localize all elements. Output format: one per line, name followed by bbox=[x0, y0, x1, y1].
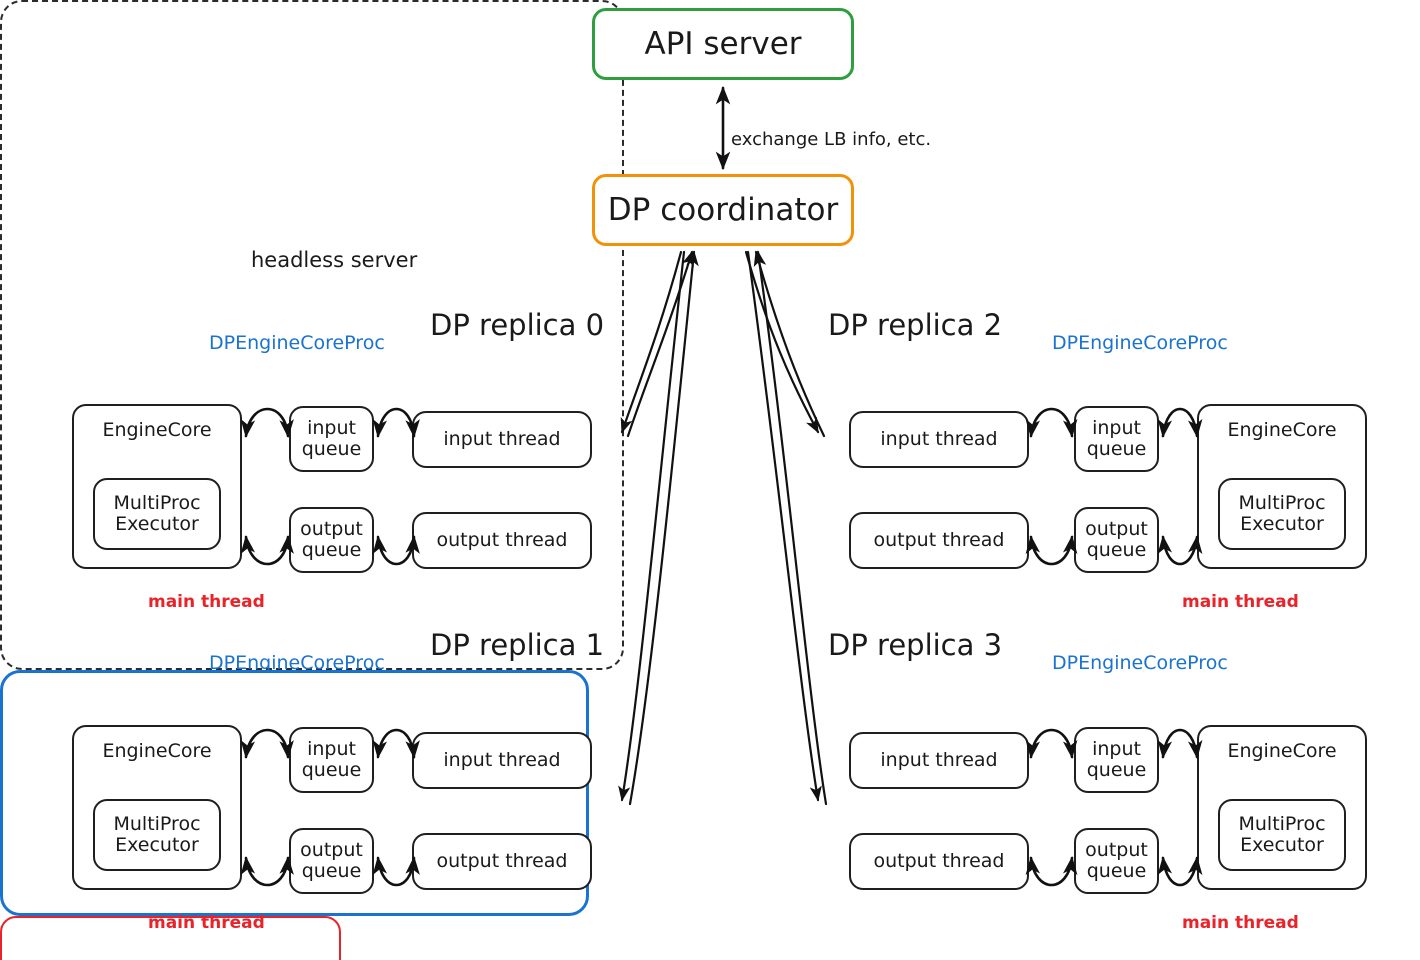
replica-2-output-thread[interactable]: output thread bbox=[849, 512, 1029, 569]
arrow-coordinator-replica-0 bbox=[620, 250, 694, 438]
engine-core-label: EngineCore bbox=[1227, 740, 1337, 762]
arrow-coordinator-replica-1 bbox=[618, 250, 699, 806]
input-thread-label: input thread bbox=[443, 748, 561, 771]
replica-0-proc-boundary bbox=[0, 670, 589, 916]
replica-0-main-thread-label: main thread bbox=[148, 592, 265, 612]
engine-core-label: EngineCore bbox=[102, 419, 212, 441]
replica-3-proc-label: DPEngineCoreProc bbox=[1052, 652, 1228, 674]
input-queue-label-1: input bbox=[1092, 416, 1141, 439]
replica-3-input-queue[interactable]: input queue bbox=[1074, 727, 1159, 793]
replica-0-input-queue[interactable]: input queue bbox=[289, 406, 374, 472]
replica-3-title: DP replica 3 bbox=[828, 628, 1003, 662]
input-queue-label-2: queue bbox=[301, 438, 362, 460]
replica-0-proc-label: DPEngineCoreProc bbox=[209, 332, 385, 354]
output-thread-label: output thread bbox=[436, 849, 568, 872]
multiproc-executor-label-1: MultiProc bbox=[113, 812, 201, 835]
replica-3-output-thread[interactable]: output thread bbox=[849, 833, 1029, 890]
replica-2-input-thread[interactable]: input thread bbox=[849, 411, 1029, 468]
api-server-label: API server bbox=[644, 25, 802, 62]
multiproc-executor-label-1: MultiProc bbox=[1238, 491, 1326, 514]
replica-1-proc-label: DPEngineCoreProc bbox=[209, 652, 385, 674]
api-server-node[interactable]: API server bbox=[592, 8, 854, 80]
replica-2-output-queue[interactable]: output queue bbox=[1074, 507, 1159, 573]
input-thread-label: input thread bbox=[880, 427, 998, 450]
arrow-coordinator-replica-2 bbox=[744, 250, 826, 438]
multiproc-executor-label-2: Executor bbox=[115, 834, 199, 856]
multiproc-executor-label-2: Executor bbox=[1240, 834, 1324, 856]
output-queue-label-2: queue bbox=[1086, 539, 1147, 561]
output-queue-label-1: output bbox=[1085, 838, 1148, 861]
output-thread-label: output thread bbox=[873, 528, 1005, 551]
replica-1-input-queue[interactable]: input queue bbox=[289, 727, 374, 793]
input-queue-label-2: queue bbox=[1086, 438, 1147, 460]
output-queue-label-1: output bbox=[1085, 517, 1148, 540]
dp-coordinator-node[interactable]: DP coordinator bbox=[592, 174, 854, 246]
replica-0-output-thread[interactable]: output thread bbox=[412, 512, 592, 569]
replica-3-input-thread[interactable]: input thread bbox=[849, 732, 1029, 789]
replica-2-multiproc-executor[interactable]: MultiProc Executor bbox=[1218, 478, 1346, 550]
input-queue-label-2: queue bbox=[301, 759, 362, 781]
replica-0-title: DP replica 0 bbox=[430, 308, 605, 342]
input-queue-label-2: queue bbox=[1086, 759, 1147, 781]
replica-1-input-thread[interactable]: input thread bbox=[412, 732, 592, 789]
output-queue-label-2: queue bbox=[301, 539, 362, 561]
replica-1-multiproc-executor[interactable]: MultiProc Executor bbox=[93, 799, 221, 871]
replica-3-multiproc-executor[interactable]: MultiProc Executor bbox=[1218, 799, 1346, 871]
replica-2-input-queue[interactable]: input queue bbox=[1074, 406, 1159, 472]
replica-1-output-thread[interactable]: output thread bbox=[412, 833, 592, 890]
replica-2-main-thread-label: main thread bbox=[1182, 592, 1299, 612]
replica-0-main-thread-boundary bbox=[0, 916, 341, 960]
arrow-coordinator-replica-3 bbox=[746, 250, 828, 806]
replica-2-title: DP replica 2 bbox=[828, 308, 1003, 342]
multiproc-executor-label-2: Executor bbox=[115, 513, 199, 535]
replica-0-output-queue[interactable]: output queue bbox=[289, 507, 374, 573]
replica-0-input-thread[interactable]: input thread bbox=[412, 411, 592, 468]
headless-server-label: headless server bbox=[251, 248, 418, 272]
engine-core-label: EngineCore bbox=[1227, 419, 1337, 441]
output-thread-label: output thread bbox=[873, 849, 1005, 872]
input-thread-label: input thread bbox=[443, 427, 561, 450]
replica-3-main-thread-label: main thread bbox=[1182, 913, 1299, 933]
output-queue-label-1: output bbox=[300, 517, 363, 540]
multiproc-executor-label-1: MultiProc bbox=[1238, 812, 1326, 835]
input-thread-label: input thread bbox=[880, 748, 998, 771]
multiproc-executor-label-1: MultiProc bbox=[113, 491, 201, 514]
replica-1-title: DP replica 1 bbox=[430, 628, 605, 662]
exchange-lb-info-label: exchange LB info, etc. bbox=[731, 129, 932, 150]
input-queue-label-1: input bbox=[307, 416, 356, 439]
engine-core-label: EngineCore bbox=[102, 740, 212, 762]
replica-1-main-thread-label: main thread bbox=[148, 913, 265, 933]
input-queue-label-1: input bbox=[1092, 737, 1141, 760]
replica-1-output-queue[interactable]: output queue bbox=[289, 828, 374, 894]
replica-2-proc-label: DPEngineCoreProc bbox=[1052, 332, 1228, 354]
output-queue-label-2: queue bbox=[1086, 860, 1147, 882]
replica-3-output-queue[interactable]: output queue bbox=[1074, 828, 1159, 894]
input-queue-label-1: input bbox=[307, 737, 356, 760]
replica-0-multiproc-executor[interactable]: MultiProc Executor bbox=[93, 478, 221, 550]
output-queue-label-1: output bbox=[300, 838, 363, 861]
dp-coordinator-label: DP coordinator bbox=[607, 191, 839, 228]
output-thread-label: output thread bbox=[436, 528, 568, 551]
multiproc-executor-label-2: Executor bbox=[1240, 513, 1324, 535]
output-queue-label-2: queue bbox=[301, 860, 362, 882]
